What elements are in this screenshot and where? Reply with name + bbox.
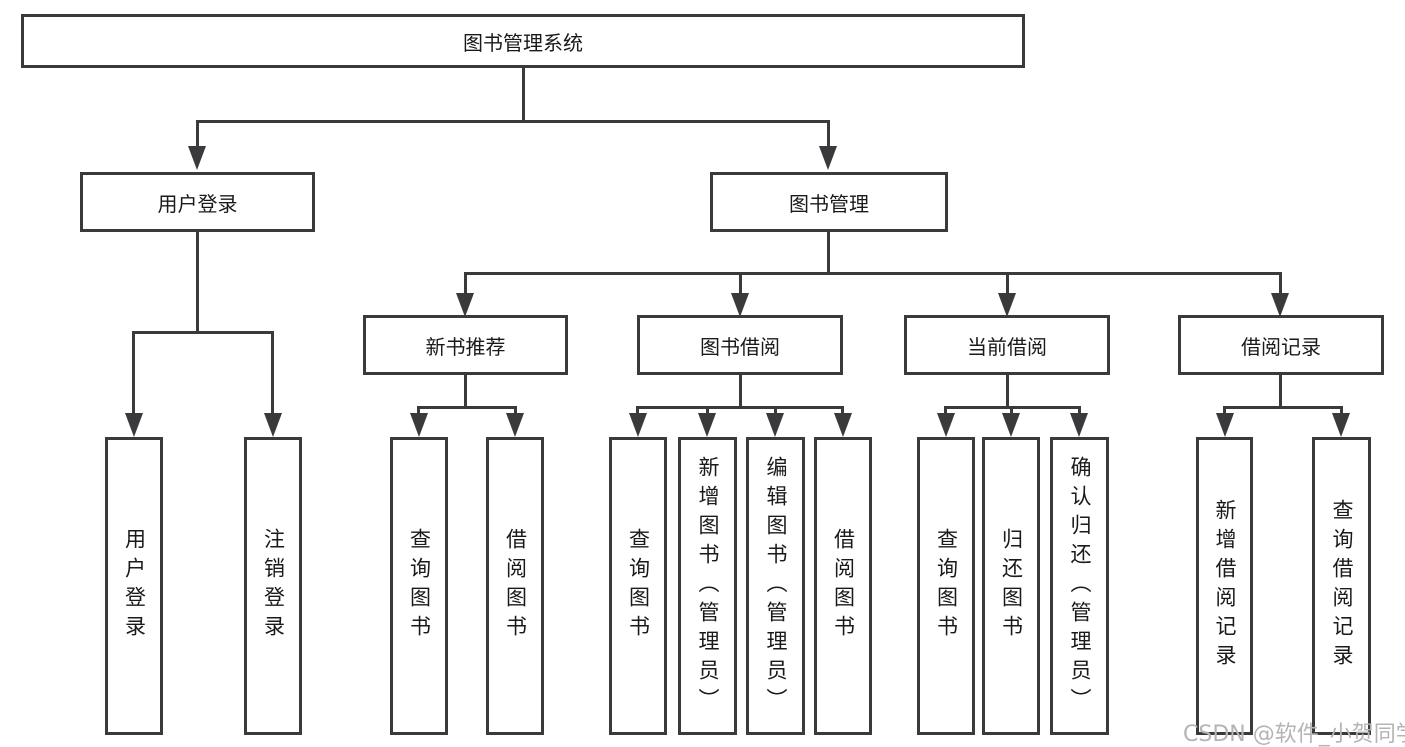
- leaf-logout-label: 注销登录: [261, 528, 286, 644]
- leaf-query-borrow-record: 查询借阅记录: [1312, 437, 1371, 735]
- connector-line: [417, 406, 420, 415]
- leaf-recommend-query-books: 查询图书: [390, 437, 448, 735]
- connector-line: [132, 331, 135, 415]
- connector-line: [1279, 272, 1282, 295]
- node-root-label: 图书管理系统: [463, 30, 583, 55]
- connector-line: [1078, 406, 1081, 415]
- connector-line: [706, 406, 709, 415]
- node-user-login-label: 用户登录: [157, 191, 238, 216]
- connector-line: [196, 232, 199, 331]
- arrow-down-icon: [1332, 413, 1350, 437]
- leaf-current-query-books-label: 查询图书: [934, 528, 959, 644]
- leaf-recommend-query-books-label: 查询图书: [407, 528, 432, 644]
- connector-line: [827, 232, 830, 272]
- leaf-return-books-label: 归还图书: [999, 528, 1024, 644]
- leaf-borrow-books-label: 借阅图书: [831, 528, 856, 644]
- node-new-book-recommend-label: 新书推荐: [425, 334, 506, 359]
- connector-line: [417, 406, 517, 409]
- arrow-down-icon: [264, 413, 282, 437]
- arrow-down-icon: [629, 413, 647, 437]
- leaf-edit-books-admin: 编辑图书（管理员）: [746, 437, 805, 735]
- leaf-return-books: 归还图书: [982, 437, 1040, 735]
- arrow-down-icon: [410, 413, 428, 437]
- connector-line: [827, 120, 830, 148]
- connector-line: [636, 406, 844, 409]
- connector-line: [271, 331, 274, 415]
- leaf-logout: 注销登录: [244, 437, 302, 735]
- leaf-add-books-admin-label: 新增图书（管理员）: [696, 455, 720, 717]
- node-book-borrow: 图书借阅: [637, 315, 843, 375]
- connector-line: [514, 406, 517, 415]
- leaf-confirm-return-admin-label: 确认归还（管理员）: [1068, 455, 1092, 717]
- node-current-borrow-label: 当前借阅: [967, 334, 1047, 359]
- connector-line: [841, 406, 844, 415]
- leaf-borrow-query-books: 查询图书: [609, 437, 667, 735]
- arrow-down-icon: [456, 293, 474, 317]
- connector-line: [522, 68, 525, 120]
- arrow-down-icon: [698, 413, 716, 437]
- connector-line: [464, 272, 1282, 275]
- node-borrow-records: 借阅记录: [1178, 315, 1384, 375]
- connector-line: [1340, 406, 1343, 415]
- arrow-down-icon: [1216, 413, 1234, 437]
- connector-line: [196, 120, 830, 123]
- csdn-watermark: CSDN @软件_小贺同学: [1183, 722, 1405, 747]
- connector-line: [774, 406, 777, 415]
- connector-line: [1223, 406, 1343, 409]
- leaf-current-query-books: 查询图书: [917, 437, 975, 735]
- node-current-borrow: 当前借阅: [904, 315, 1110, 375]
- leaf-add-borrow-record: 新增借阅记录: [1196, 437, 1253, 735]
- connector-line: [1006, 272, 1009, 295]
- leaf-borrow-books: 借阅图书: [814, 437, 872, 735]
- connector-line: [1010, 406, 1013, 415]
- connector-line: [1223, 406, 1226, 415]
- node-book-management-label: 图书管理: [789, 191, 869, 216]
- leaf-recommend-borrow-books-label: 借阅图书: [503, 528, 528, 644]
- connector-line: [739, 272, 742, 295]
- arrow-down-icon: [937, 413, 955, 437]
- connector-line: [464, 272, 467, 295]
- connector-line: [1279, 375, 1282, 406]
- leaf-edit-books-admin-label: 编辑图书（管理员）: [764, 455, 788, 717]
- leaf-borrow-query-books-label: 查询图书: [626, 528, 651, 644]
- connector-line: [464, 375, 467, 406]
- connector-line: [636, 406, 639, 415]
- arrow-down-icon: [819, 146, 837, 170]
- leaf-confirm-return-admin: 确认归还（管理员）: [1050, 437, 1109, 735]
- leaf-user-login-label: 用户登录: [122, 528, 147, 644]
- arrow-down-icon: [1271, 293, 1289, 317]
- connector-line: [196, 120, 199, 148]
- node-borrow-records-label: 借阅记录: [1241, 334, 1321, 359]
- node-user-login: 用户登录: [80, 172, 315, 232]
- connector-line: [944, 406, 947, 415]
- leaf-user-login: 用户登录: [105, 437, 163, 735]
- connector-line: [1006, 375, 1009, 406]
- arrow-down-icon: [125, 413, 143, 437]
- arrow-down-icon: [998, 293, 1016, 317]
- leaf-recommend-borrow-books: 借阅图书: [486, 437, 544, 735]
- node-book-borrow-label: 图书借阅: [700, 334, 780, 359]
- arrow-down-icon: [766, 413, 784, 437]
- node-root-system: 图书管理系统: [21, 14, 1025, 68]
- arrow-down-icon: [1070, 413, 1088, 437]
- arrow-down-icon: [731, 293, 749, 317]
- leaf-add-borrow-record-label: 新增借阅记录: [1213, 499, 1237, 673]
- leaf-query-borrow-record-label: 查询借阅记录: [1330, 499, 1354, 673]
- node-new-book-recommend: 新书推荐: [363, 315, 568, 375]
- leaf-add-books-admin: 新增图书（管理员）: [678, 437, 737, 735]
- arrow-down-icon: [188, 146, 206, 170]
- arrow-down-icon: [1002, 413, 1020, 437]
- connector-line: [739, 375, 742, 406]
- node-book-management: 图书管理: [710, 172, 948, 232]
- arrow-down-icon: [506, 413, 524, 437]
- arrow-down-icon: [834, 413, 852, 437]
- connector-line: [132, 331, 274, 334]
